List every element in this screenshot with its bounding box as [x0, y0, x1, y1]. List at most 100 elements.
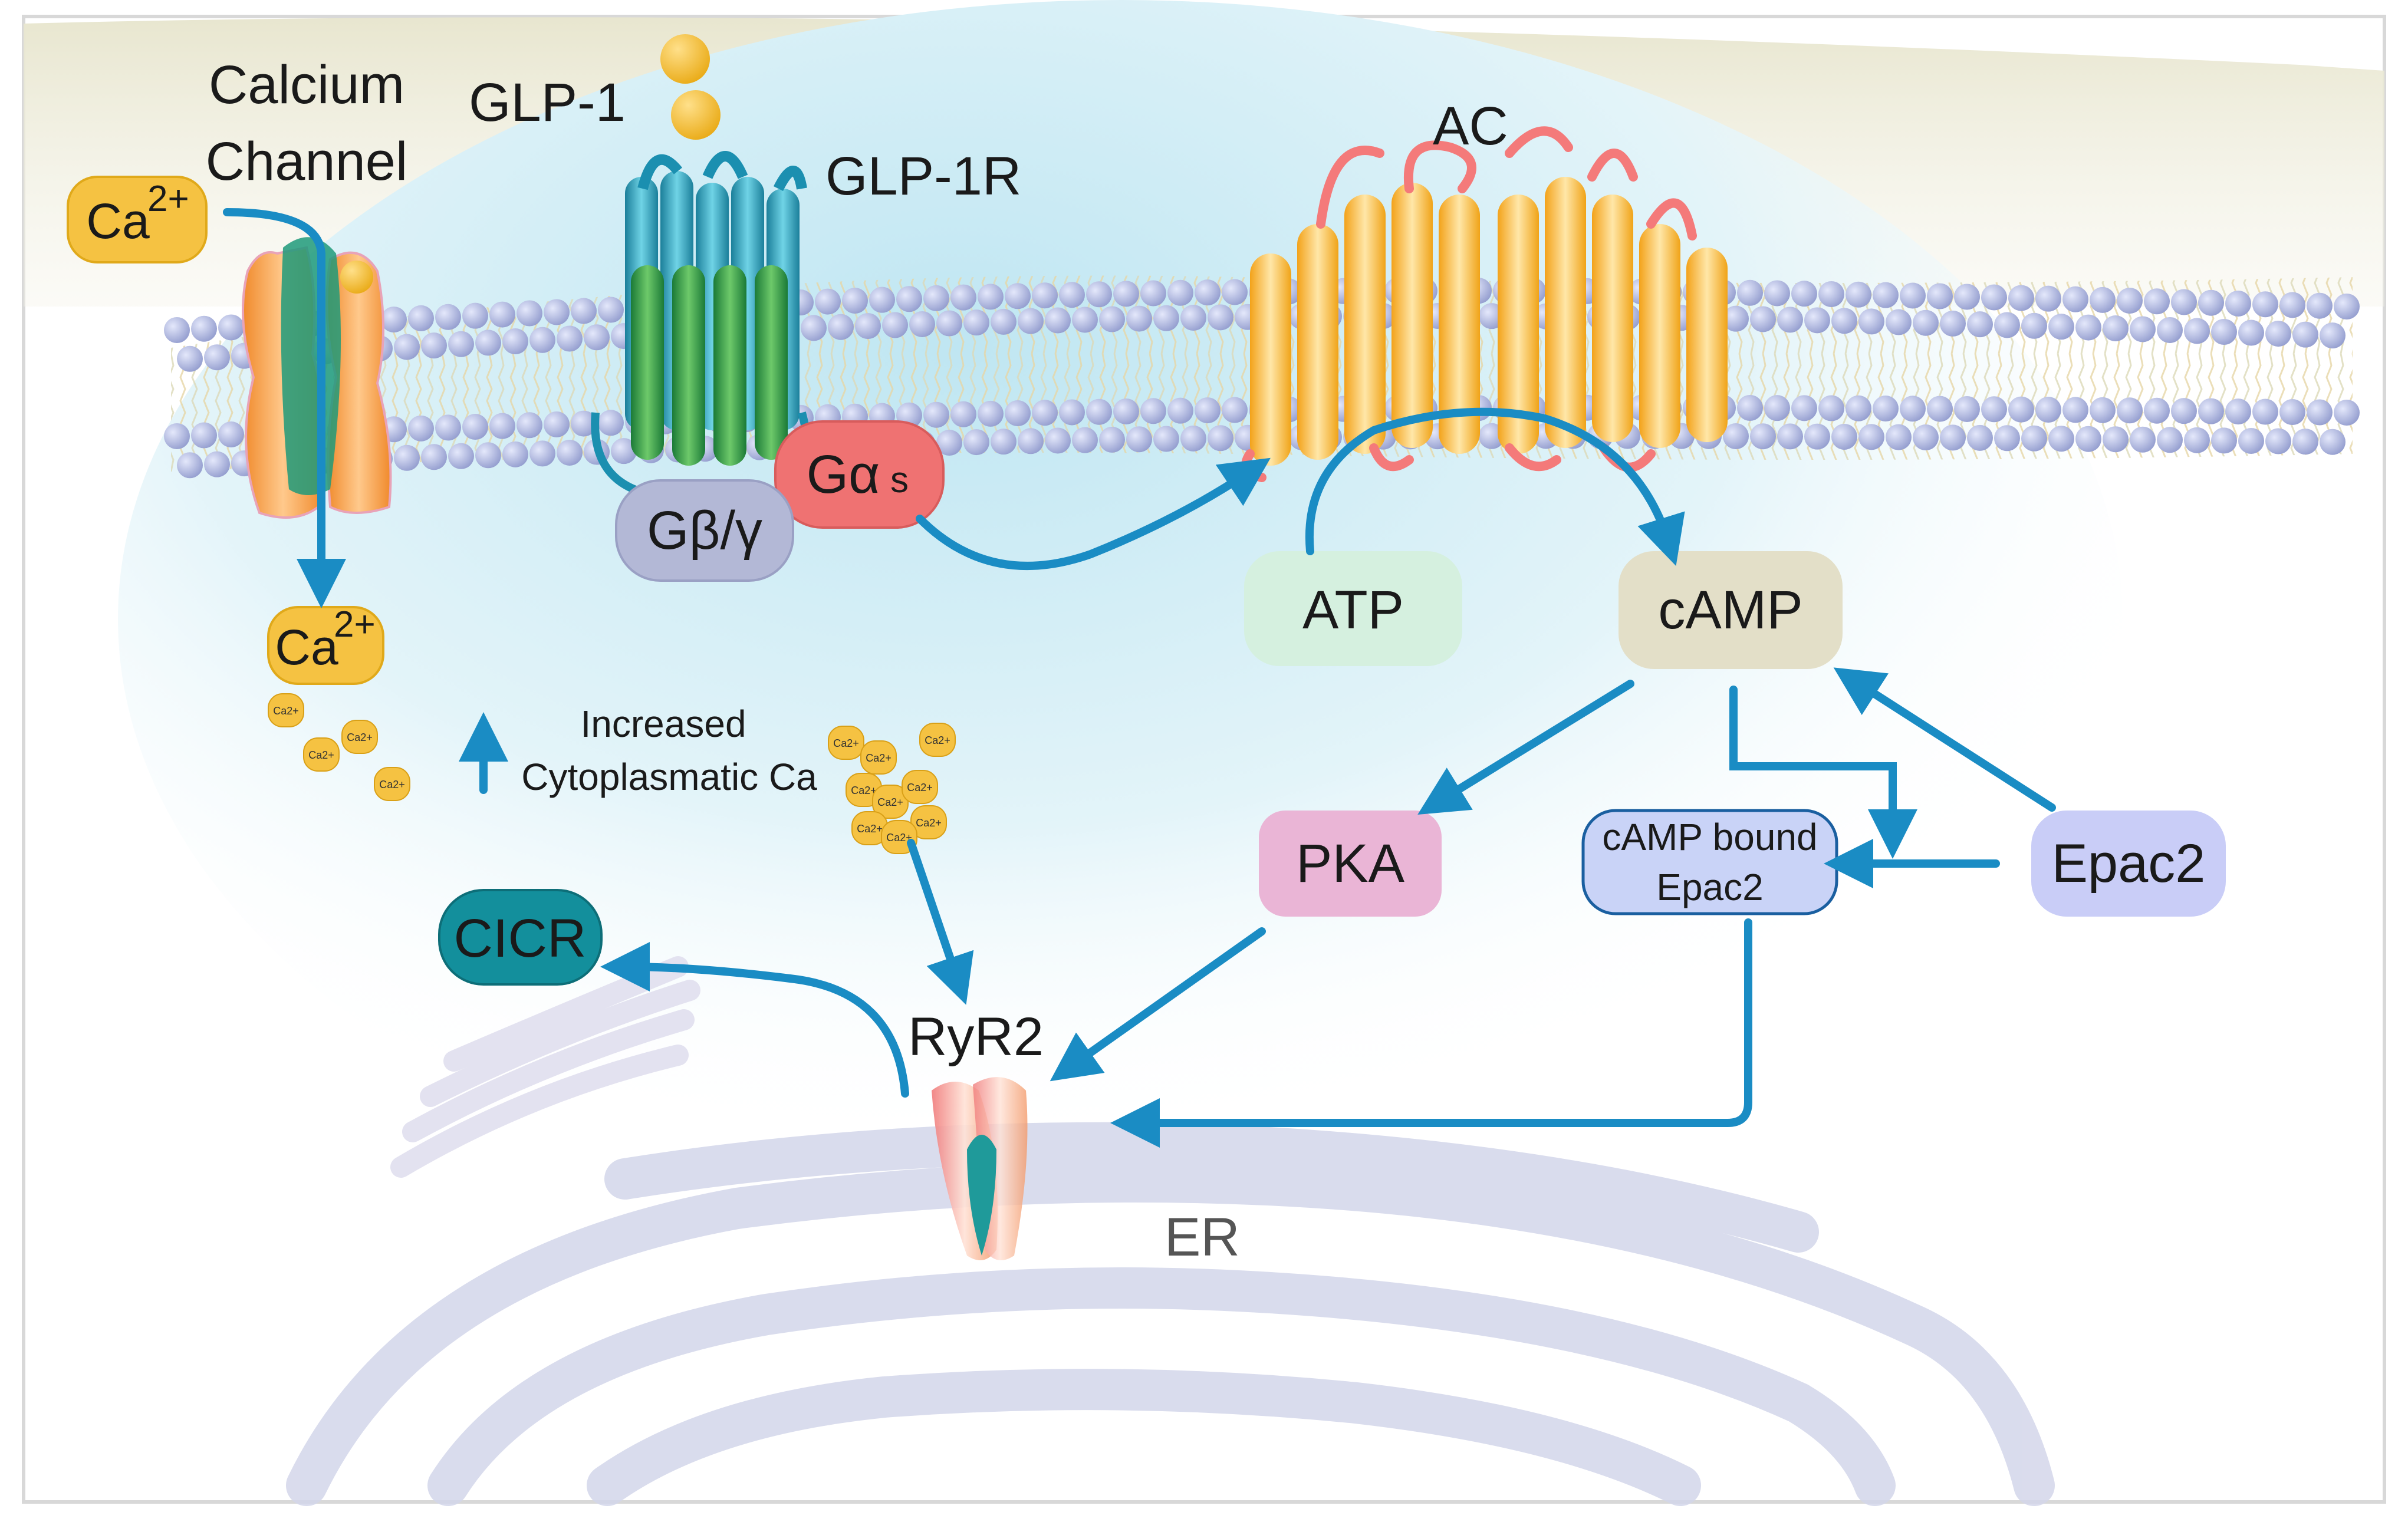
phospholipid-head	[2008, 285, 2034, 311]
phospholipid-head	[963, 309, 989, 336]
phospholipid-head	[1900, 282, 1926, 309]
arrow-ryr2-to-cicr	[600, 942, 909, 1098]
phospholipid-head	[204, 451, 230, 477]
phospholipid-head	[882, 312, 908, 338]
phospholipid-head	[557, 325, 583, 352]
camp-node: cAMP	[1619, 551, 1843, 669]
phospholipid-head	[2320, 322, 2346, 349]
calcium-ion: Ca2+	[341, 720, 378, 754]
phospholipid-head	[1940, 310, 1966, 337]
phospholipid-head	[2117, 288, 2143, 314]
phospholipid-head	[1831, 308, 1857, 334]
phospholipid-head	[1195, 279, 1221, 306]
phospholipid-head	[2198, 289, 2224, 316]
calcium-ion-label: Ca2+	[925, 734, 950, 746]
gby-label: Gβ/γ	[647, 500, 762, 561]
phospholipid-head	[1113, 281, 1139, 307]
phospholipid-head	[2075, 314, 2101, 341]
calcium-ion-cluster: Ca2+Ca2+Ca2+Ca2+Ca2+Ca2+Ca2+Ca2+Ca2+Ca2+…	[268, 693, 956, 854]
arrow-ca-influx	[223, 208, 346, 608]
glp1-receptor	[591, 151, 818, 499]
phospholipid-head	[2144, 397, 2170, 424]
phospholipid-head	[2021, 312, 2047, 339]
phospholipid-head	[2252, 398, 2278, 425]
calcium-ion-label: Ca2+	[916, 817, 942, 829]
phospholipid-head	[204, 344, 230, 371]
phospholipid-head	[1804, 307, 1830, 334]
phospholipid-head	[2117, 397, 2143, 424]
glp1r-label: GLP-1R	[825, 146, 1021, 206]
phospholipid-head	[218, 421, 244, 448]
calcium-ion-label: Ca2+	[308, 749, 334, 761]
phospholipid-head	[489, 413, 515, 439]
ca-in-sup: 2+	[334, 604, 376, 645]
calcium-ion: Ca2+	[872, 785, 909, 819]
calcium-ion: Ca2+	[374, 767, 410, 801]
phospholipid-head	[1126, 426, 1152, 453]
phospholipid-head	[475, 330, 501, 356]
phospholipid-head	[1791, 395, 1817, 421]
phospholipid-head	[1954, 396, 1980, 422]
arrow-pka-to-ryr2	[1050, 927, 1266, 1082]
calcium-channel-label-line1: Calcium	[209, 55, 404, 115]
calcium-channel-label-line2: Channel	[206, 131, 408, 192]
phospholipid-head	[544, 299, 570, 325]
phospholipid-head	[394, 444, 420, 471]
phospholipid-head	[950, 284, 976, 311]
phospholipid-head	[1113, 398, 1139, 424]
phospholipid-head	[191, 422, 217, 449]
phospholipid-head	[1072, 307, 1098, 333]
phospholipid-head	[1764, 395, 1790, 421]
phospholipid-head	[1208, 304, 1233, 331]
calcium-ion-label: Ca2+	[833, 737, 859, 749]
phospholipid-head	[1153, 305, 1179, 331]
phospholipid-head	[191, 315, 217, 342]
phospholipid-head	[2320, 429, 2346, 455]
phospholipid-head	[529, 327, 555, 353]
phospholipid-head	[1208, 425, 1233, 452]
phospholipid-head	[611, 438, 637, 464]
atp-label: ATP	[1302, 580, 1404, 640]
calcium-ion: Ca2+	[303, 737, 340, 772]
phospholipid-head	[1777, 307, 1803, 333]
phospholipid-head	[2334, 400, 2360, 426]
pka-node: PKA	[1259, 811, 1442, 917]
calcium-channel	[242, 237, 392, 519]
phospholipid-head	[2307, 292, 2333, 319]
phospholipid-head	[2171, 398, 2197, 424]
phospholipid-head	[869, 286, 895, 313]
phospholipid-head	[1737, 279, 1763, 306]
phospholipid-head	[517, 300, 542, 327]
phospholipid-head	[489, 301, 515, 328]
phospholipid-head	[1032, 400, 1058, 426]
er-structure	[286, 1122, 2055, 1506]
phospholipid-head	[2225, 398, 2251, 425]
calcium-ion: Ca2+	[828, 726, 864, 760]
phospholipid-head	[1140, 280, 1166, 307]
phospholipid-head	[1086, 398, 1112, 425]
phospholipid-head	[1858, 308, 1884, 335]
phospholipid-head	[502, 328, 528, 355]
phospholipid-head	[1804, 423, 1830, 450]
ryr2-label: RyR2	[908, 1007, 1044, 1067]
calcium-ion-label: Ca2+	[379, 779, 405, 790]
phospholipid-head	[462, 302, 488, 329]
phospholipid-head	[1927, 396, 1953, 422]
phospholipid-head	[1723, 305, 1749, 332]
phospholipid-head	[950, 401, 976, 427]
arrow-epac2-to-camp	[1833, 667, 2056, 812]
phospholipid-head	[1913, 424, 1939, 451]
phospholipid-head	[1954, 284, 1980, 310]
phospholipid-head	[584, 324, 610, 351]
phospholipid-head	[1764, 280, 1790, 307]
phospholipid-head	[164, 423, 190, 449]
phospholipid-head	[963, 429, 989, 456]
phospholipid-head	[1059, 399, 1085, 426]
phospholipid-head	[1086, 281, 1112, 308]
phospholipid-head	[2035, 397, 2061, 423]
phospholipid-head	[1873, 282, 1899, 308]
phospholipid-head	[502, 441, 528, 467]
phospholipid-head	[1099, 426, 1125, 453]
phospholipid-head	[1099, 306, 1125, 332]
